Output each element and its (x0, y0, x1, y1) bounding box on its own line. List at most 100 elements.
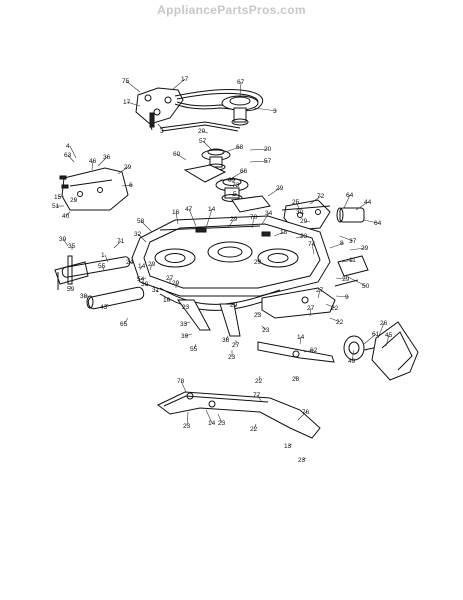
leader-lines (56, 78, 390, 461)
leader-line (117, 166, 129, 175)
leader-line (325, 303, 336, 309)
deck-roller-lower (86, 286, 145, 310)
leader-line (345, 275, 367, 287)
part-callout: 27 (166, 275, 174, 282)
leader-line (186, 411, 189, 427)
part-callout: 75 (122, 78, 130, 85)
roller-bracket-left (54, 261, 89, 290)
part-callout: 37 (349, 238, 357, 245)
part-callout: 39 (59, 236, 67, 243)
part-callout: 57 (264, 158, 272, 165)
part-callout: 28 (292, 376, 300, 383)
leader-line (57, 195, 65, 198)
part-callout: 1 (101, 252, 105, 259)
leader-line (157, 123, 165, 132)
part-callout: 25 (292, 199, 300, 206)
leader-line (385, 334, 390, 347)
part-callout: 23 (300, 233, 308, 240)
leader-line (171, 78, 186, 91)
part-callout: 64 (346, 192, 354, 199)
leader-line (349, 247, 366, 251)
cutting-blade (257, 341, 335, 363)
part-callout: 69 (228, 177, 236, 184)
part-callout: 58 (137, 218, 145, 225)
leader-line (62, 238, 69, 247)
leader-line (205, 409, 213, 424)
part-callout: 18 (280, 229, 288, 236)
leader-line (256, 394, 263, 403)
part-callout: 29 (276, 185, 284, 192)
part-callout: 46 (89, 158, 97, 165)
leader-line (227, 218, 235, 229)
part-callout: 20 (198, 128, 206, 135)
part-callout: 54 (137, 276, 145, 283)
part-callout: 66 (240, 168, 248, 175)
part-callout: 44 (364, 199, 372, 206)
part-callout: 26 (380, 320, 388, 327)
part-callout: 29 (124, 164, 132, 171)
part-callout: 35 (68, 243, 76, 250)
leader-line (261, 212, 270, 225)
part-callout: 27 (232, 342, 240, 349)
part-callout: 38 (222, 337, 230, 344)
part-callout: 27 (307, 305, 315, 312)
leader-line (355, 201, 369, 211)
part-callout: 55 (98, 263, 106, 270)
leader-line (69, 285, 72, 290)
discharge-chute (371, 321, 419, 381)
deck-roller-upper (61, 255, 131, 285)
leader-line (183, 321, 191, 325)
leader-line (65, 211, 71, 217)
leader-line (251, 216, 255, 229)
leader-line (139, 265, 143, 271)
part-callout: 24 (126, 259, 134, 266)
leader-line (233, 304, 237, 307)
leader-line (253, 423, 257, 430)
leader-line (253, 107, 278, 112)
spindle-pulley-b (215, 178, 249, 202)
leader-line (184, 333, 193, 337)
leader-line (309, 307, 312, 317)
leader-line (180, 380, 187, 393)
part-callout: 36 (103, 154, 111, 161)
leader-line (351, 349, 355, 362)
leader-line (309, 195, 322, 205)
part-callout: 29 (70, 197, 78, 204)
part-callout: 31 (152, 287, 160, 294)
leader-line (97, 156, 108, 167)
part-callout: 65 (120, 321, 128, 328)
part-callout: 17 (181, 76, 189, 83)
part-callout: 23 (182, 304, 190, 311)
leader-line (202, 140, 213, 151)
part-callout: 61 (372, 331, 380, 338)
part-callout: 63 (64, 152, 72, 159)
leader-line (123, 317, 129, 325)
idler-bracket (135, 87, 184, 131)
part-callout: 6 (129, 182, 133, 189)
part-callout: 62 (310, 347, 318, 354)
part-callout: 30 (141, 281, 149, 288)
belt-guard-bracket (59, 167, 129, 211)
leader-line (69, 145, 77, 159)
part-callout: 14 (297, 334, 305, 341)
part-callout: 77 (253, 392, 261, 399)
part-callout: 34 (265, 210, 273, 217)
part-callout: 11 (349, 257, 356, 264)
leader-line (299, 211, 305, 215)
leader-line (140, 220, 153, 233)
leader-line (301, 457, 307, 461)
leader-line (287, 443, 293, 447)
leader-line (329, 317, 341, 323)
leader-line (140, 277, 147, 280)
part-callout: 29 (230, 302, 238, 309)
leader-line (261, 325, 267, 331)
leader-line (335, 277, 347, 280)
part-callout: 29 (148, 261, 156, 268)
part-callout: 70 (250, 214, 258, 221)
leader-line (149, 263, 153, 271)
part-callout: 67 (237, 79, 245, 86)
leader-line (103, 303, 109, 308)
part-callout: 33 (180, 321, 188, 328)
leader-line (175, 211, 179, 225)
